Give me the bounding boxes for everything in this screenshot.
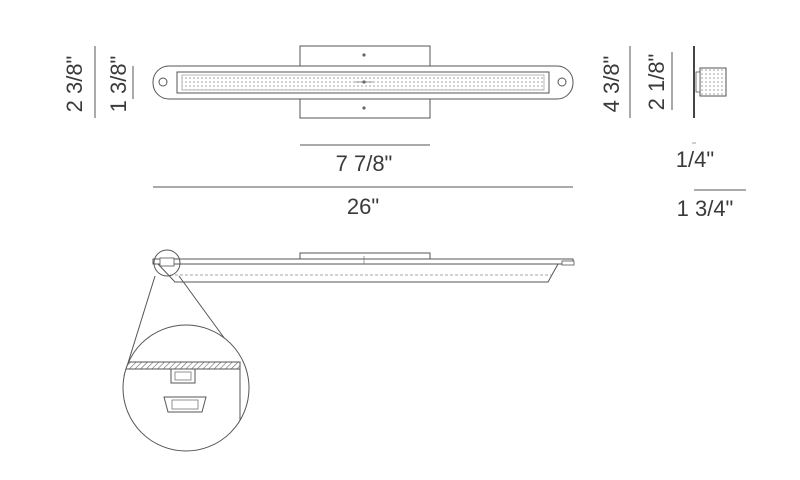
front-view [152,45,574,119]
detail-clip-lower [163,396,207,413]
bottom-plate [299,252,431,260]
dim-front-height-outer: 2 3/8" [62,56,87,113]
bottom-diffuser [156,263,559,283]
dim-overall-width: 26" [347,194,379,219]
detail-hatched-plate [123,361,241,370]
dim-side-depth-small: 1/4" [676,147,714,172]
mount-hole-right [557,77,567,87]
dim-side-depth-overall: 1 3/4" [677,196,734,221]
side-view: 4 3/8" 2 1/8" [599,46,727,144]
width-dimensions: 7 7/8" 26" [153,144,573,219]
dim-front-height-inner: 1 3/8" [106,56,131,113]
bottom-view [152,252,575,283]
front-height-dimensions: 2 3/8" 1 3/8" [62,46,134,118]
detail-clip-upper [170,368,196,384]
detail-marker [153,249,181,277]
dim-side-height-outer: 4 3/8" [599,56,624,113]
dim-plate-width: 7 7/8" [336,151,393,176]
screw-bottom [362,106,366,110]
bottom-bar [152,258,574,265]
detail-view [122,324,250,452]
dim-side-height-inner: 2 1/8" [644,54,669,111]
side-fixture-body [699,67,727,97]
mount-hole-left [158,77,168,87]
side-depth-dimensions: 1/4" 1 3/4" [676,147,746,221]
screw-top [362,53,366,57]
